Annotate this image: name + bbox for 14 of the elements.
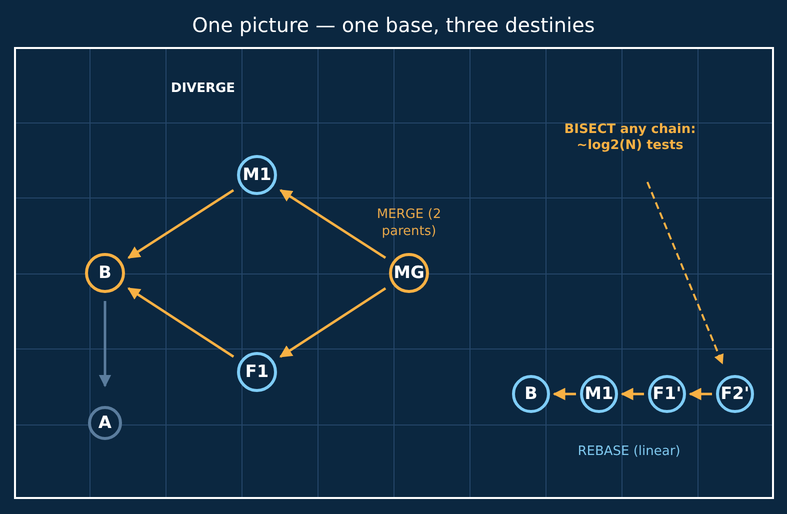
arrow <box>620 388 644 400</box>
arrow <box>127 287 234 358</box>
title: One picture — one base, three destinies <box>191 12 596 39</box>
arrow <box>279 287 386 358</box>
arrow <box>688 388 712 400</box>
arrow <box>127 189 234 259</box>
arrow <box>279 189 386 259</box>
arrow <box>98 301 112 388</box>
section-label: DIVERGE <box>170 80 236 98</box>
annotation-text: BISECT any chain: ~log2(N) tests <box>535 122 725 154</box>
arrow <box>646 182 724 364</box>
section-label: MERGE (2 parents) <box>376 206 442 240</box>
section-label: REBASE (linear) <box>576 443 682 461</box>
arrow <box>552 388 576 400</box>
